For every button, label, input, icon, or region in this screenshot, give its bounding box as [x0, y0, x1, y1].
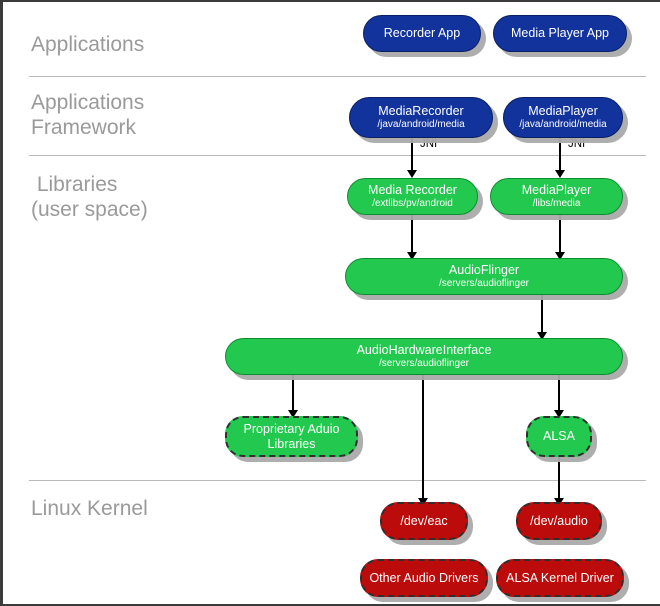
node-media-recorder-library-path: /extlibs/pv/android — [372, 198, 453, 209]
node-dev-eac-title: /dev/eac — [400, 513, 448, 528]
node-mediaplayer-framework-path: /java/android/media — [519, 119, 607, 130]
node-media-player-library[interactable]: MediaPlayer /libs/media — [490, 178, 623, 215]
node-audioflinger-title: AudioFlinger — [448, 263, 520, 277]
node-other-audio-drivers[interactable]: Other Audio Drivers — [360, 559, 488, 597]
node-proprietary-audio-libraries[interactable]: Proprietary Aduio Libraries — [225, 416, 358, 457]
node-audioflinger-path: /servers/audioflinger — [438, 278, 530, 289]
arrowhead-mediaplayer-jni — [555, 170, 565, 178]
edge-label-jni-right: JNI — [568, 138, 586, 150]
node-media-player-app[interactable]: Media Player App — [493, 15, 627, 52]
node-alsa-kernel-driver-title: ALSA Kernel Driver — [506, 570, 614, 585]
connector-mediaplayer-to-audioflinger — [559, 214, 561, 256]
node-recorder-app[interactable]: Recorder App — [363, 15, 481, 52]
node-mediarecorder-framework-title: MediaRecorder — [378, 104, 464, 118]
arrowhead-audiohardwareinterface-to-proprietary — [288, 410, 298, 418]
node-audiohardwareinterface-title: AudioHardwareInterface — [356, 343, 492, 357]
node-alsa-title: ALSA — [543, 429, 575, 443]
arrowhead-mediarecorder-jni — [407, 170, 417, 178]
node-alsa-kernel-driver[interactable]: ALSA Kernel Driver — [496, 559, 624, 597]
divider-linux-kernel — [29, 480, 646, 481]
arrowhead-audioflinger-to-audiohardwareinterface — [537, 332, 547, 340]
node-audiohardwareinterface[interactable]: AudioHardwareInterface /servers/audiofli… — [225, 338, 623, 375]
node-media-player-library-path: /libs/media — [532, 198, 581, 209]
connector-audioflinger-to-audiohardwareinterface — [541, 294, 543, 336]
node-proprietary-audio-libraries-subtitle: Libraries — [267, 436, 316, 451]
arrowhead-mediaplayer-to-audioflinger — [555, 252, 565, 260]
node-dev-eac[interactable]: /dev/eac — [380, 502, 468, 540]
node-alsa[interactable]: ALSA — [526, 416, 592, 457]
connector-mediaplayer-jni — [559, 138, 561, 174]
node-other-audio-drivers-title: Other Audio Drivers — [369, 570, 479, 585]
arrowhead-audiohardwareinterface-to-alsa — [554, 410, 564, 418]
layer-label-applications-framework: Applications Framework — [31, 91, 145, 139]
node-recorder-app-title: Recorder App — [383, 26, 461, 40]
connector-audiohardwareinterface-to-dev-eac — [422, 374, 424, 502]
node-mediaplayer-framework-title: MediaPlayer — [528, 104, 598, 118]
layer-label-applications: Applications — [31, 33, 145, 56]
node-media-recorder-library[interactable]: Media Recorder /extlibs/pv/android — [347, 178, 478, 215]
divider-applications — [29, 76, 646, 77]
connector-mediarecorder-to-audioflinger — [411, 214, 413, 256]
node-dev-audio-title: /dev/audio — [530, 513, 588, 528]
node-proprietary-audio-libraries-title: Proprietary Aduio — [243, 421, 340, 436]
node-mediarecorder-framework[interactable]: MediaRecorder /java/android/media — [349, 97, 493, 138]
connector-mediarecorder-jni — [411, 138, 413, 174]
node-media-recorder-library-title: Media Recorder — [368, 183, 457, 197]
layer-label-libraries: Libraries (user space) — [31, 173, 148, 221]
node-dev-audio[interactable]: /dev/audio — [516, 502, 602, 540]
node-audiohardwareinterface-path: /servers/audioflinger — [378, 358, 470, 369]
connector-audiohardwareinterface-to-proprietary — [292, 374, 294, 414]
node-media-player-app-title: Media Player App — [511, 26, 609, 40]
node-mediaplayer-framework[interactable]: MediaPlayer /java/android/media — [503, 97, 623, 138]
arrowhead-mediarecorder-to-audioflinger — [407, 252, 417, 260]
divider-applications-framework — [29, 155, 646, 156]
edge-label-jni-left: JNI — [420, 138, 438, 150]
connector-alsa-to-dev-audio — [558, 457, 560, 502]
node-mediarecorder-framework-path: /java/android/media — [377, 119, 465, 130]
node-media-player-library-title: MediaPlayer — [521, 183, 592, 197]
layer-label-linux-kernel: Linux Kernel — [31, 497, 148, 520]
connector-audiohardwareinterface-to-alsa — [558, 374, 560, 414]
node-audioflinger[interactable]: AudioFlinger /servers/audioflinger — [345, 258, 623, 295]
